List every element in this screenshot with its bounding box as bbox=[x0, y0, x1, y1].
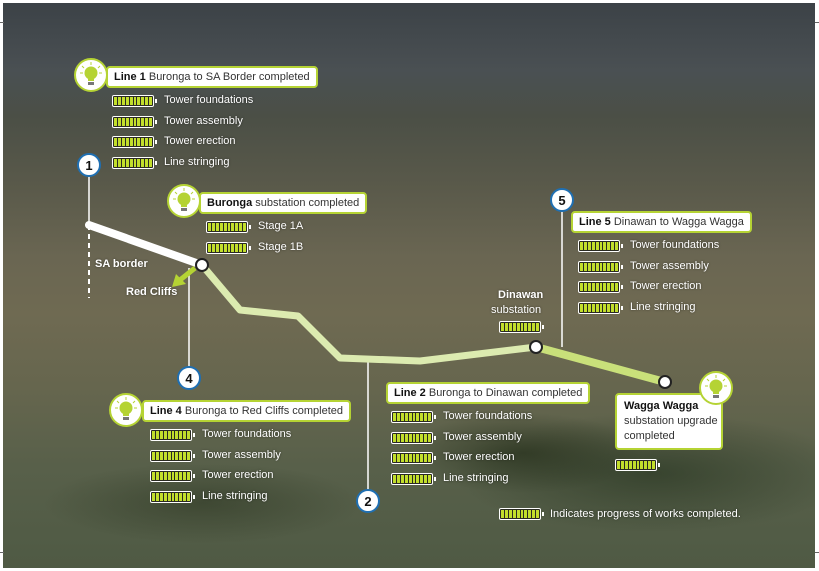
task-label: Tower assembly bbox=[630, 259, 709, 272]
line-4-arrow-shaft bbox=[178, 266, 197, 282]
task-label: Tower foundations bbox=[630, 239, 720, 251]
line-5-title: Line 5 Dinawan to Wagga Wagga bbox=[571, 211, 752, 233]
battery-progress-icon bbox=[150, 490, 195, 503]
sa-border-label: SA border bbox=[95, 258, 148, 270]
task-label: Tower erection bbox=[164, 135, 236, 147]
buronga-title: Buronga substation completed bbox=[199, 192, 368, 214]
line-5-route bbox=[534, 343, 667, 386]
battery-progress-icon bbox=[112, 95, 157, 107]
battery-progress-icon bbox=[499, 321, 544, 333]
task-label: Tower foundations bbox=[202, 428, 292, 440]
task-label: Tower erection bbox=[202, 469, 274, 481]
battery-progress-icon bbox=[391, 452, 436, 464]
line-2-route bbox=[199, 262, 537, 365]
task-label: Line stringing bbox=[202, 489, 268, 502]
task-label: Line stringing bbox=[630, 301, 696, 314]
battery-progress-icon bbox=[112, 136, 157, 148]
battery-progress-icon bbox=[615, 459, 660, 471]
marker-5[interactable]: 5 bbox=[550, 188, 574, 212]
battery-progress-icon bbox=[391, 411, 436, 423]
dinawan-sub-label: substation bbox=[491, 304, 542, 316]
marker-1[interactable]: 1 bbox=[77, 153, 101, 177]
line-2-title: Line 2 Buronga to Dinawan completed bbox=[386, 382, 591, 404]
battery-progress-icon bbox=[578, 260, 623, 273]
battery-progress-icon bbox=[578, 302, 623, 315]
crop-mark bbox=[815, 22, 819, 23]
battery-progress-icon bbox=[206, 221, 251, 233]
line-1-title: Line 1 Buronga to SA Border completed bbox=[106, 66, 318, 88]
arrow-down-left-icon bbox=[172, 274, 186, 287]
line-4-title: Line 4 Buronga to Red Cliffs completed bbox=[142, 400, 352, 422]
task-label: Stage 1A bbox=[258, 220, 304, 232]
battery-progress-icon bbox=[578, 240, 623, 252]
dinawan-node bbox=[529, 340, 543, 354]
lightbulb-icon bbox=[167, 184, 201, 218]
marker-2[interactable]: 2 bbox=[356, 489, 380, 513]
task-label: Tower assembly bbox=[202, 448, 281, 461]
wagga-node bbox=[658, 375, 672, 389]
task-label: Tower assembly bbox=[443, 430, 522, 443]
battery-progress-icon bbox=[150, 429, 195, 441]
task-label: Tower assembly bbox=[164, 114, 243, 127]
legend-battery-icon bbox=[499, 508, 544, 520]
task-label: Tower foundations bbox=[164, 94, 254, 106]
marker-4[interactable]: 4 bbox=[177, 366, 201, 390]
battery-progress-icon bbox=[150, 449, 195, 462]
line-1-route bbox=[85, 221, 206, 269]
lightbulb-icon bbox=[699, 371, 733, 405]
crop-mark bbox=[0, 22, 4, 23]
task-label: Tower erection bbox=[630, 280, 702, 293]
task-label: Line stringing bbox=[443, 471, 509, 484]
battery-progress-icon bbox=[150, 470, 195, 482]
lightbulb-icon bbox=[109, 393, 143, 427]
task-label: Stage 1B bbox=[258, 240, 304, 253]
dinawan-label: Dinawan bbox=[498, 289, 544, 301]
buronga-node bbox=[195, 258, 209, 272]
task-label: Tower erection bbox=[443, 451, 515, 463]
battery-progress-icon bbox=[391, 472, 436, 485]
task-label: Line stringing bbox=[164, 155, 230, 168]
battery-progress-icon bbox=[206, 241, 251, 254]
battery-progress-icon bbox=[112, 115, 157, 128]
battery-progress-icon bbox=[578, 281, 623, 294]
lightbulb-icon bbox=[74, 58, 108, 92]
legend-text: Indicates progress of works completed. bbox=[550, 508, 741, 520]
red-cliffs-label: Red Cliffs bbox=[126, 286, 178, 298]
crop-mark bbox=[0, 552, 4, 553]
crop-mark bbox=[815, 552, 819, 553]
battery-progress-icon bbox=[391, 431, 436, 444]
task-label: Tower foundations bbox=[443, 410, 533, 422]
battery-progress-icon bbox=[112, 156, 157, 169]
